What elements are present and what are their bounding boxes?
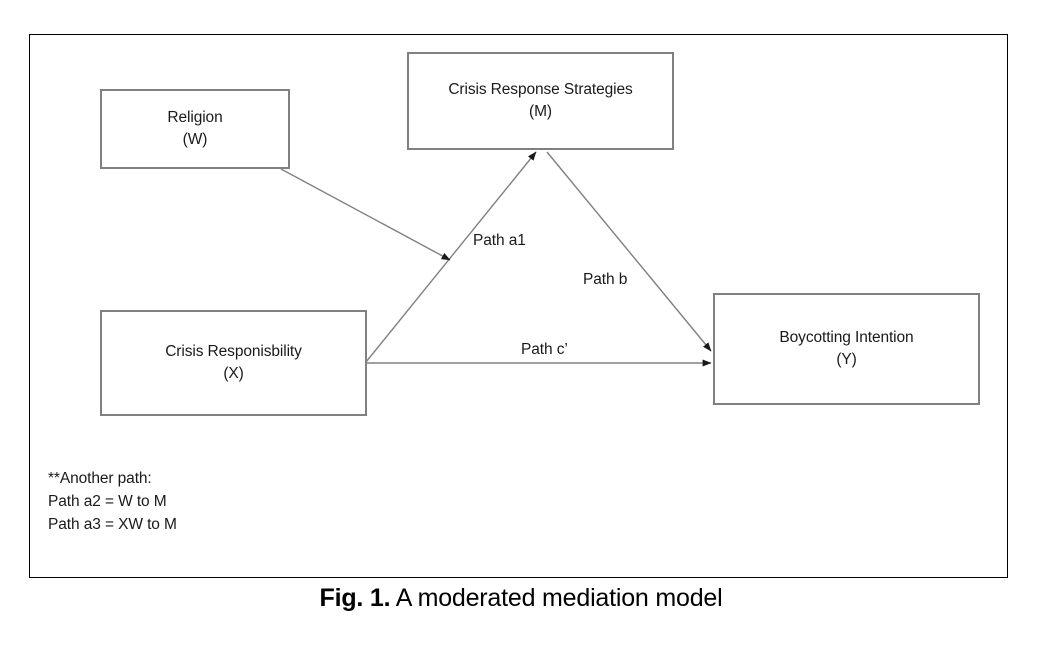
path-label-c-prime: Path c’ bbox=[521, 341, 568, 358]
node-label-crisis-responsibility-line1: Crisis Responisbility bbox=[165, 342, 302, 360]
footnote-line-1: **Another path: bbox=[48, 470, 152, 487]
node-label-crisis-responsibility-line2: (X) bbox=[223, 365, 244, 382]
node-label-crisis-response-strategies-line2: (M) bbox=[529, 103, 552, 120]
node-label-religion-line2: (W) bbox=[182, 131, 208, 148]
node-box-boycotting-intention[interactable]: Boycotting Intention (Y) bbox=[713, 293, 980, 405]
node-box-religion[interactable]: Religion (W) bbox=[100, 89, 290, 169]
figure-caption-text: A moderated mediation model bbox=[390, 584, 723, 612]
node-label-religion-line1: Religion bbox=[167, 108, 223, 126]
footnote-line-2: Path a2 = W to M bbox=[48, 492, 167, 510]
footnote-block: **Another path: Path a2 = W to M Path a3… bbox=[48, 468, 177, 536]
node-label-boycotting-intention-line2: (Y) bbox=[836, 351, 857, 368]
node-box-crisis-responsibility[interactable]: Crisis Responisbility (X) bbox=[100, 310, 367, 416]
figure-caption-number: Fig. 1. bbox=[319, 584, 391, 612]
node-label-boycotting-intention-line1: Boycotting Intention bbox=[779, 328, 914, 346]
path-label-a1: Path a1 bbox=[473, 232, 526, 249]
path-label-b: Path b bbox=[583, 271, 628, 288]
footnote-line-3: Path a3 = XW to M bbox=[48, 515, 177, 533]
node-label-crisis-response-strategies-line1: Crisis Response Strategies bbox=[448, 80, 633, 98]
node-box-crisis-response-strategies[interactable]: Crisis Response Strategies (M) bbox=[407, 52, 674, 150]
figure-caption: Fig. 1. A moderated mediation model bbox=[0, 584, 1042, 613]
